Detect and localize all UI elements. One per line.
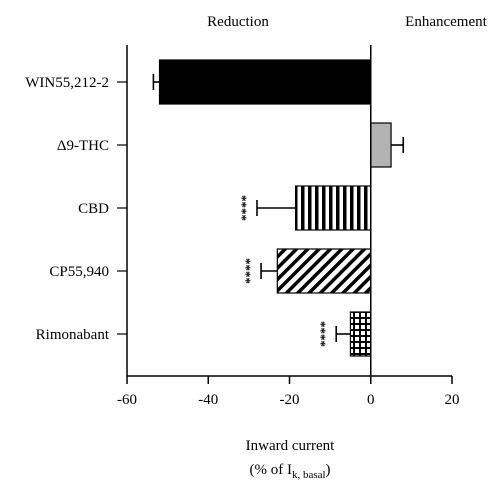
region-label-reduction: Reduction [207, 14, 269, 30]
bars-group [158, 59, 392, 357]
x-tick-label-4: 20 [445, 392, 460, 408]
bar-3 [276, 248, 372, 294]
significance-group: **** **** **** [238, 195, 332, 347]
region-label-enhancement: Enhancement [405, 14, 487, 30]
category-label-2: CBD [78, 201, 109, 217]
x-axis-unit: (% of Ik, basal) [249, 462, 330, 481]
x-axis-title: Inward current [246, 438, 336, 454]
bar-0 [158, 59, 372, 105]
bar-2 [294, 185, 372, 231]
x-tick-label-0: -60 [117, 392, 137, 408]
category-label-3: CP55,940 [49, 264, 109, 280]
significance-label-2: **** [238, 195, 253, 221]
x-tick-label-3: 0 [367, 392, 375, 408]
x-tick-label-1: -40 [198, 392, 218, 408]
error-bars-group [152, 74, 405, 342]
x-axis-unit-close: ) [326, 462, 331, 478]
x-axis-unit-open: (% of I [249, 462, 291, 478]
significance-label-3: **** [242, 258, 257, 284]
category-label-1: Δ9-THC [57, 138, 109, 154]
x-axis-unit-subscript: k, basal [292, 469, 326, 481]
axes-group: -60 -40 -20 0 20 [117, 45, 460, 408]
category-label-4: Rimonabant [36, 327, 110, 343]
significance-label-4: **** [317, 321, 332, 347]
bar-1 [370, 122, 392, 168]
x-tick-label-2: -20 [280, 392, 300, 408]
category-label-0: WIN55,212-2 [25, 75, 109, 91]
bar-4 [349, 311, 372, 357]
